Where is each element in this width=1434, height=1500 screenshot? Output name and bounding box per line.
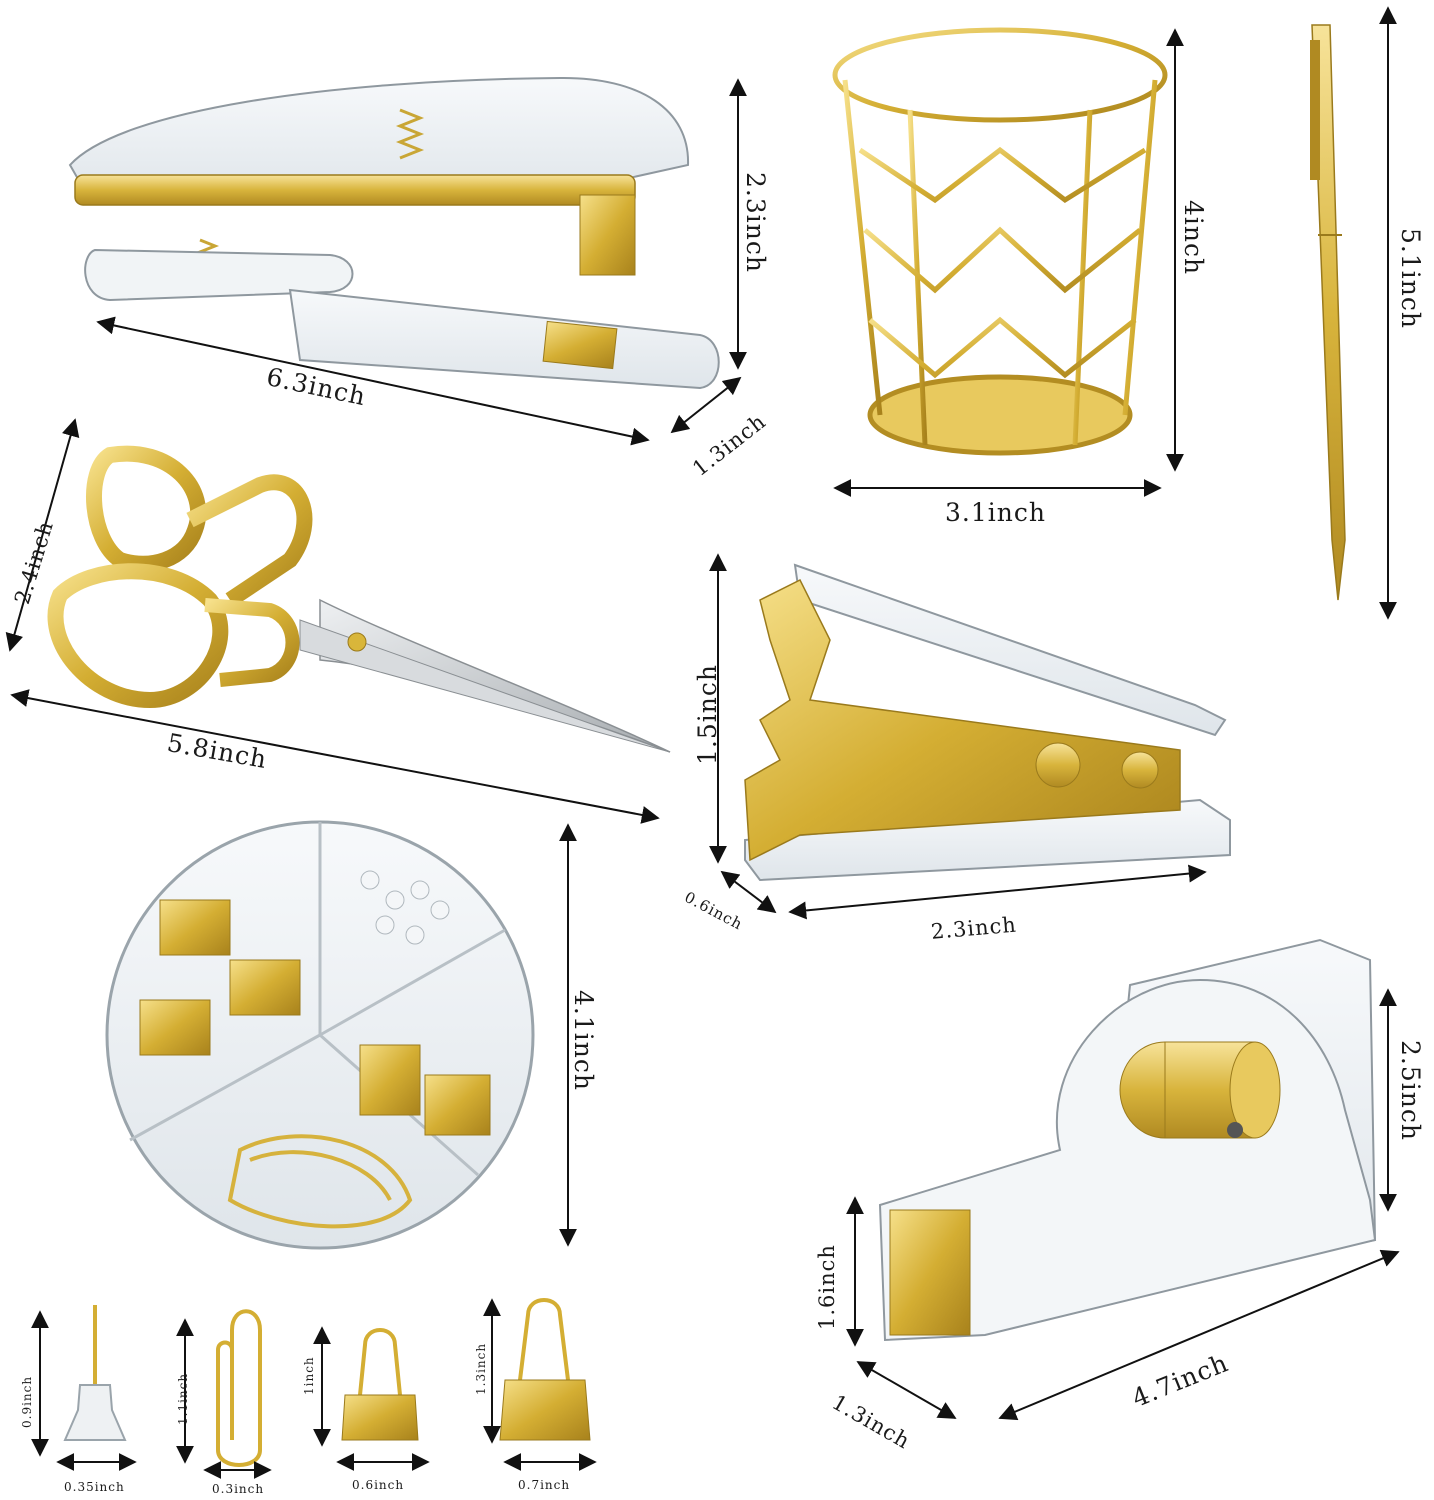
scissors-height-arrow [5,418,80,652]
stapler-height-label: 2.3inch [741,172,770,273]
organizer-diameter-label: 4.1inch [569,990,598,1091]
binder-small-width-label: 0.6inch [352,1478,405,1492]
staple-remover-height-label: 1.5inch [693,664,722,765]
pen-holder-height-label: 4inch [1179,200,1208,276]
pen-length-label: 5.1inch [1396,228,1425,329]
pen-holder-width-label: 3.1inch [945,498,1046,527]
tape-front-height-label: 1.6inch [815,1244,839,1330]
stapler-length-arrow [96,316,650,446]
push-pin-height-label: 0.9inch [20,1375,34,1428]
paper-clip-icon [216,1309,262,1467]
ballpoint-pen-icon [1310,24,1346,601]
scissors-length-arrow [10,689,660,824]
paper-clip-width-label: 0.3inch [212,1482,265,1496]
tape-height-label: 2.5inch [1396,1040,1425,1141]
paper-clip-height-label: 1.1inch [176,1372,190,1425]
round-organizer-icon [105,820,535,1250]
stapler-depth-arrow [670,376,742,434]
push-pin-icon [63,1305,127,1441]
wire-pen-cup-icon [832,27,1168,456]
binder-small-height-label: 1inch [302,1356,316,1395]
staple-remover-icon [744,563,1231,882]
tape-dispenser-icon [878,938,1377,1342]
binder-clip-large-icon [499,1298,591,1441]
scissors-icon [47,445,671,753]
binder-large-height-label: 1.3inch [474,1342,488,1395]
push-pin-width-label: 0.35inch [64,1480,125,1494]
staple-remover-depth-arrow [720,870,777,914]
stapler-icon [68,76,720,390]
binder-clip-small-icon [341,1328,419,1441]
tape-length-arrow [998,1249,1400,1421]
binder-large-width-label: 0.7inch [518,1478,571,1492]
staple-remover-length-arrow [788,864,1207,920]
tape-depth-arrow [856,1361,957,1419]
